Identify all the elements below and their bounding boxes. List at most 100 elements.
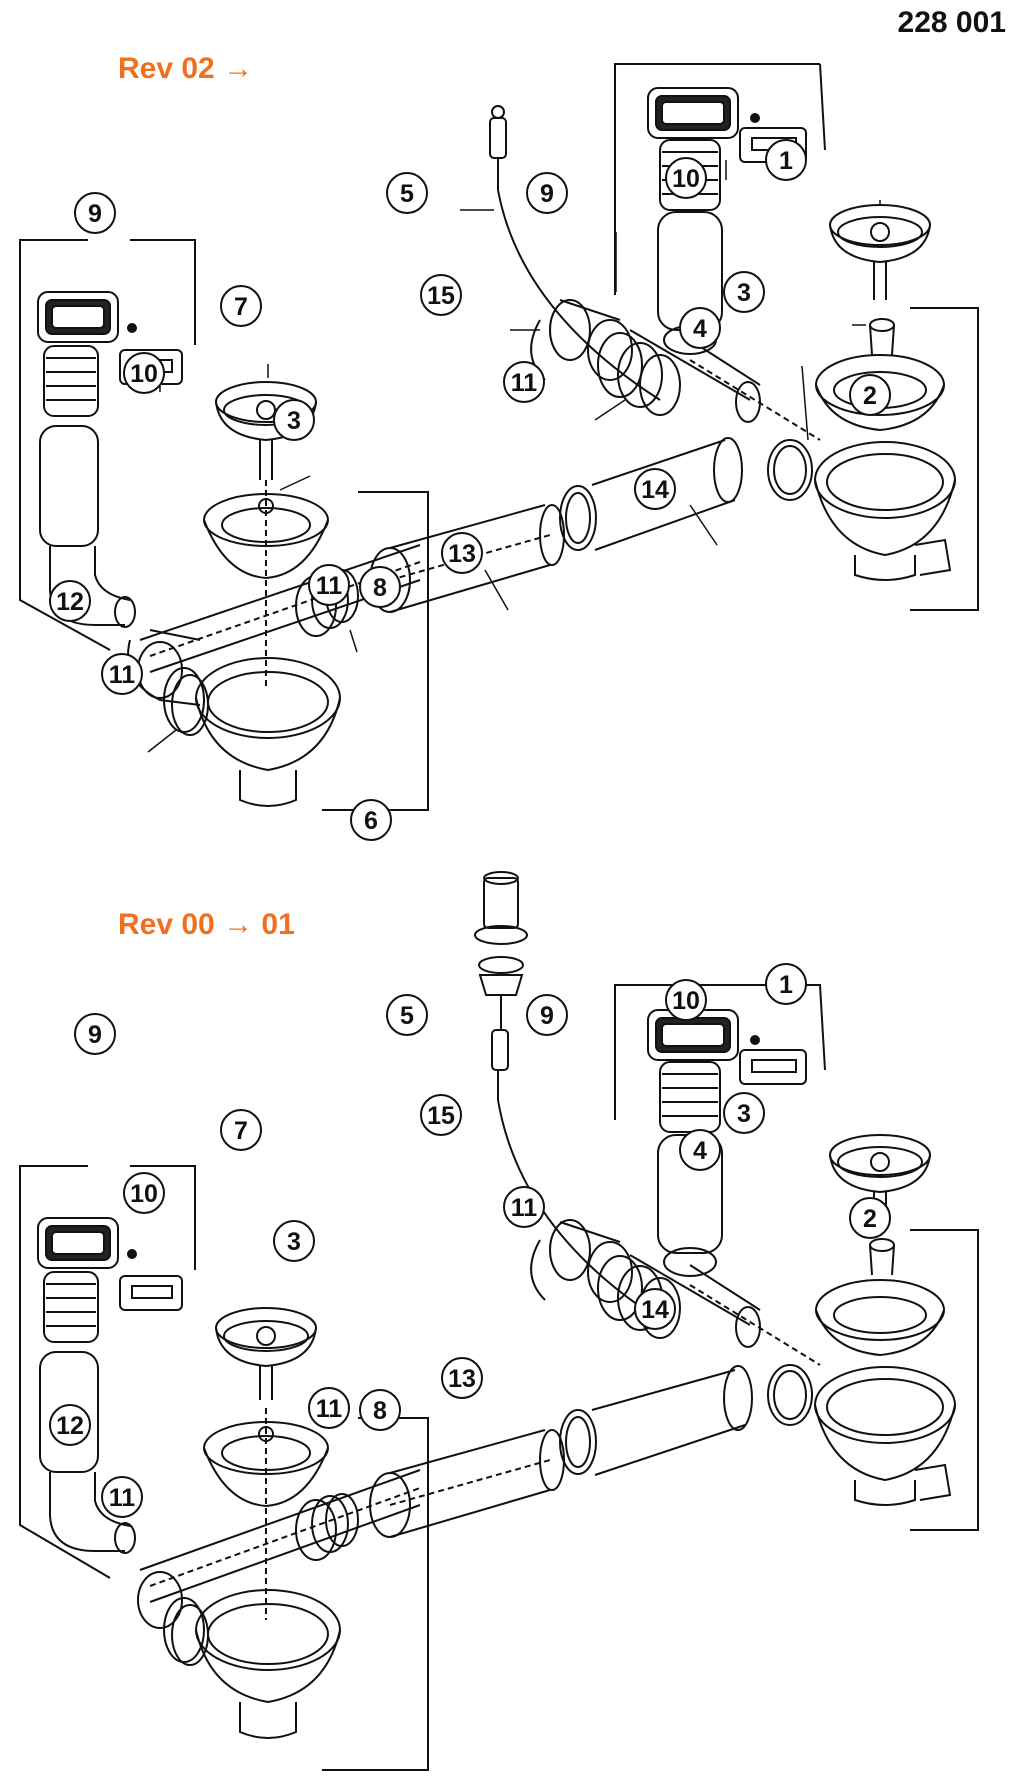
callout-bubble <box>634 1288 676 1330</box>
leader-lines-top <box>118 160 881 753</box>
elbow-15 <box>530 299 633 381</box>
callout-bubble <box>386 994 428 1036</box>
callout-bubble <box>420 1094 462 1136</box>
cover-plate-left-b <box>119 1249 183 1311</box>
callout-bubble <box>849 374 891 416</box>
callout-label: 14 <box>641 476 669 504</box>
callout-bubble <box>49 580 91 622</box>
callout-label: 2 <box>863 1205 877 1233</box>
bracket-9-left-r <box>130 239 196 345</box>
actuator-knob <box>474 871 661 1321</box>
callout-bubble <box>308 564 350 606</box>
callout-bubble <box>359 1389 401 1431</box>
callout-bubble <box>220 1109 262 1151</box>
overflow-unit-left <box>37 291 136 628</box>
callout-bubble <box>723 1092 765 1134</box>
callout-label: 1 <box>779 147 793 175</box>
bracket-2-b <box>910 1229 979 1531</box>
callout-label: 3 <box>737 279 751 307</box>
callout-label: 8 <box>373 574 387 602</box>
callout-label: 8 <box>373 1397 387 1425</box>
sink-outlet-right-b <box>767 1279 956 1506</box>
elbow-15-b <box>530 1219 633 1303</box>
bracket-9-right-b <box>614 984 826 1120</box>
bracket-2 <box>910 307 979 611</box>
callout-label: 13 <box>448 540 476 568</box>
callout-label: 11 <box>109 1484 136 1512</box>
assembly-rev02 <box>19 63 979 811</box>
callout-label: 11 <box>109 661 136 689</box>
callout-bubble <box>101 1476 143 1518</box>
callout-label: 10 <box>672 987 700 1015</box>
callout-label: 5 <box>400 1002 414 1030</box>
pipe-14-b <box>559 1365 753 1476</box>
callout-bubble <box>220 285 262 327</box>
callout-label: 11 <box>511 369 538 397</box>
callout-bubble <box>273 399 315 441</box>
seal-rings-right <box>597 332 681 416</box>
callout-bubble <box>765 139 807 181</box>
callout-bubble <box>503 361 545 403</box>
document-number: 228 001 <box>897 6 1006 39</box>
callout-label: 10 <box>130 360 158 388</box>
callout-bubble <box>49 1404 91 1446</box>
callout-label: 9 <box>88 200 102 228</box>
bracket-9-right <box>614 63 820 295</box>
revision-label-top: Rev 02 → <box>118 52 254 85</box>
callout-label: 9 <box>540 1002 554 1030</box>
callout-label: 11 <box>511 1194 538 1222</box>
callout-label: 4 <box>693 1137 707 1165</box>
seal-rings-left-lower <box>163 667 209 736</box>
callout-label: 15 <box>427 282 455 310</box>
callout-bubble <box>679 307 721 349</box>
callout-label: 6 <box>364 807 378 835</box>
callout-label: 4 <box>693 315 707 343</box>
sink-outlet-left-b <box>203 1408 329 1620</box>
strainer-basket-right <box>829 204 931 300</box>
bracket-8 <box>322 491 429 811</box>
callout-bubble <box>441 1357 483 1399</box>
callout-label: 11 <box>316 1395 343 1423</box>
callout-label: 7 <box>234 293 248 321</box>
strainer-basket-left-b <box>215 1307 317 1400</box>
seal-rings-left-upper-b <box>295 1493 359 1561</box>
callout-bubble <box>123 1172 165 1214</box>
callout-bubble <box>634 468 676 510</box>
callout-label: 5 <box>400 180 414 208</box>
overflow-pipe-right-b <box>629 1254 821 1366</box>
bracket-8-b <box>322 1417 429 1771</box>
callout-bubble <box>665 979 707 1021</box>
callout-bubble <box>526 994 568 1036</box>
callout-bubble <box>386 172 428 214</box>
overflow-pipe-right <box>629 329 821 441</box>
revision-label-bottom: Rev 00 → 01 <box>118 908 295 941</box>
callout-label: 9 <box>88 1021 102 1049</box>
callout-bubble <box>273 1220 315 1262</box>
callout-bubble <box>74 192 116 234</box>
callout-label: 7 <box>234 1117 248 1145</box>
bracket-9-right-r <box>819 63 826 151</box>
overflow-unit-left-b <box>37 1217 136 1554</box>
callout-label: 12 <box>56 588 84 616</box>
bracket-9-left-b-r <box>130 1165 196 1270</box>
callout-label: 13 <box>448 1365 476 1393</box>
callout-label: 9 <box>540 180 554 208</box>
callout-bubble <box>420 274 462 316</box>
callout-bubble <box>723 271 765 313</box>
callout-bubble <box>74 1013 116 1055</box>
waste-bowl-left-b <box>137 1571 341 1739</box>
sink-outlet-left <box>203 480 329 690</box>
remote-cable <box>489 105 661 401</box>
callout-bubble <box>503 1186 545 1228</box>
callout-bubble <box>526 172 568 214</box>
callout-label: 1 <box>779 971 793 999</box>
callout-bubble <box>679 1129 721 1171</box>
callout-bubble <box>101 653 143 695</box>
callout-label: 15 <box>427 1102 455 1130</box>
spacer-right-b <box>869 1238 895 1276</box>
callout-bubble <box>849 1197 891 1239</box>
pipe-14 <box>559 437 743 551</box>
pipe-left-horizontal-b <box>139 1469 421 1603</box>
